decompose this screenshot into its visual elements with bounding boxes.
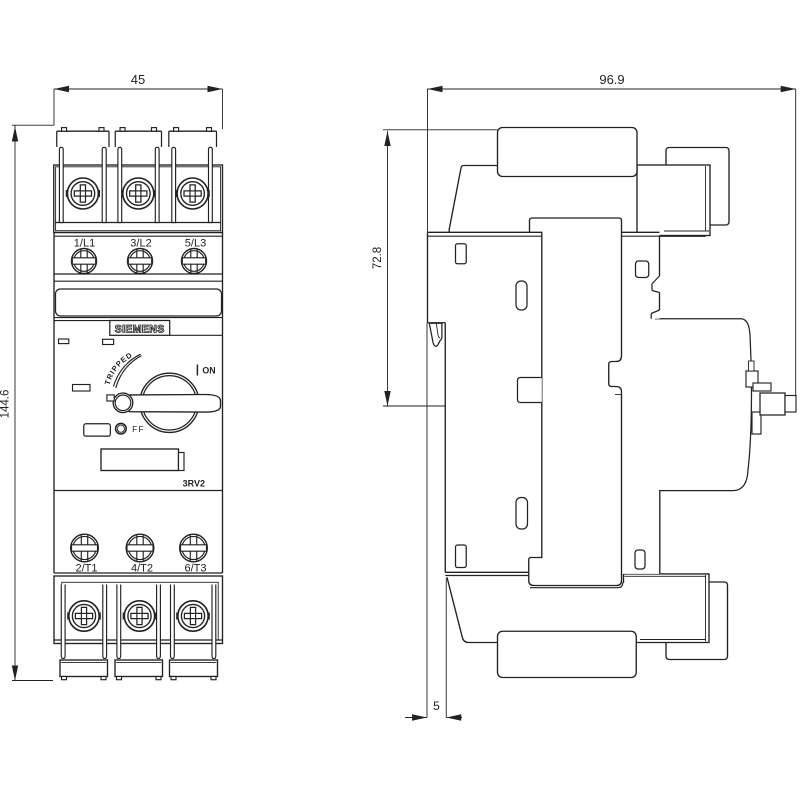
svg-text:ON: ON: [202, 366, 215, 376]
svg-text:SIEMENS: SIEMENS: [115, 323, 165, 335]
svg-text:5/L3: 5/L3: [185, 238, 206, 250]
svg-text:FF: FF: [132, 424, 145, 434]
svg-text:3/L2: 3/L2: [130, 238, 151, 250]
svg-text:4/T2: 4/T2: [131, 563, 153, 575]
svg-text:1/L1: 1/L1: [74, 238, 95, 250]
svg-text:5: 5: [433, 699, 440, 713]
svg-text:2/T1: 2/T1: [75, 563, 97, 575]
svg-text:3RV2: 3RV2: [183, 479, 205, 489]
svg-text:96.9: 96.9: [599, 72, 624, 87]
svg-text:45: 45: [131, 72, 145, 87]
svg-text:72.8: 72.8: [372, 247, 384, 269]
svg-text:144.6: 144.6: [0, 390, 12, 419]
svg-text:6/T3: 6/T3: [184, 563, 206, 575]
